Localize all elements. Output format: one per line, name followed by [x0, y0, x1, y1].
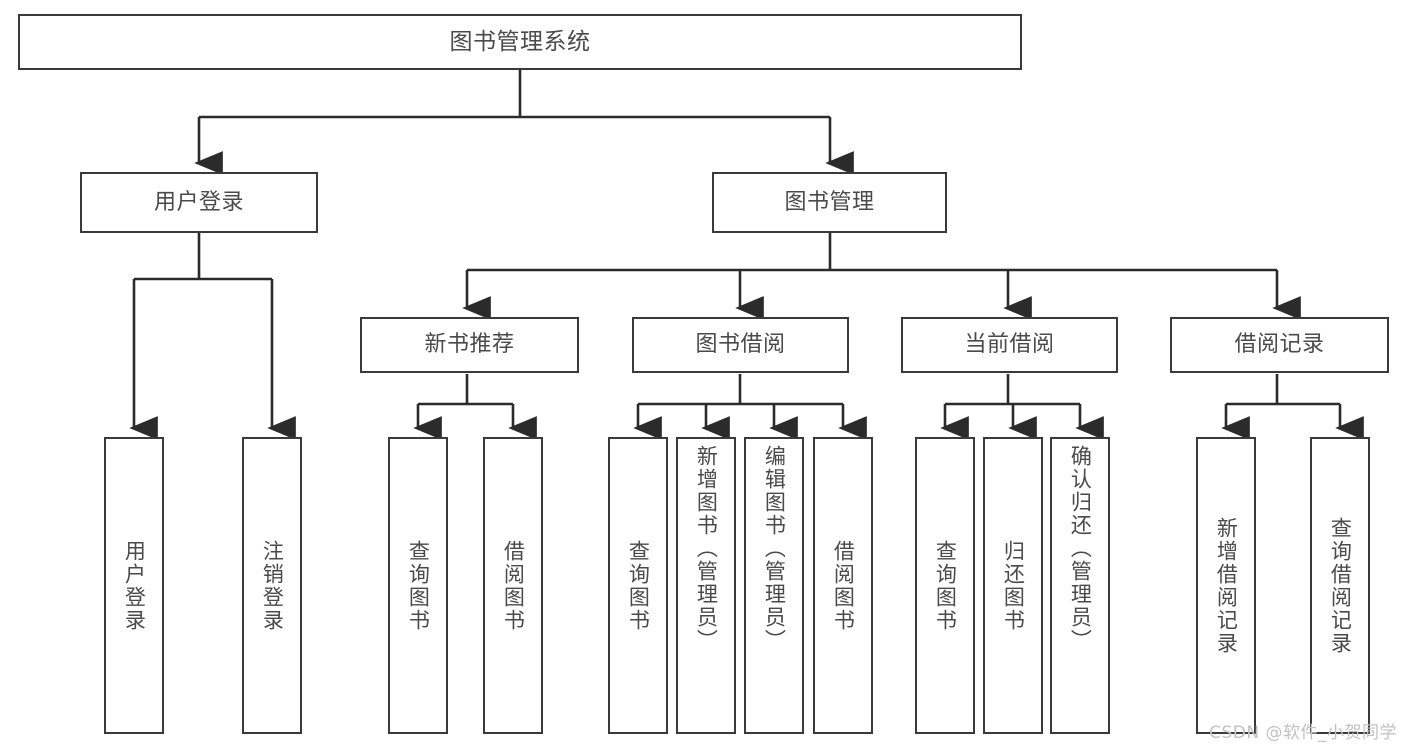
node-leaf-edit-book-label: 编辑图书（管理员） — [762, 445, 787, 652]
node-leaf-return-book-label: 归还图书 — [1001, 539, 1026, 632]
node-leaf-borrow-book-2[interactable]: 借阅图书 — [813, 437, 873, 734]
node-borrow-record-label: 借阅记录 — [1234, 332, 1325, 358]
node-leaf-query-book-1[interactable]: 查询图书 — [388, 437, 448, 734]
node-leaf-add-record-label: 新增借阅记录 — [1214, 516, 1239, 655]
node-current-borrow-label: 当前借阅 — [964, 332, 1055, 358]
watermark: CSDN @软件_小贺同学 — [1209, 723, 1397, 743]
node-leaf-query-book-2[interactable]: 查询图书 — [608, 437, 668, 734]
node-leaf-borrow-book-1-label: 借阅图书 — [501, 539, 526, 632]
node-leaf-borrow-book-2-label: 借阅图书 — [831, 539, 856, 632]
node-leaf-user-login[interactable]: 用户登录 — [104, 437, 164, 734]
node-book-manage-label: 图书管理 — [784, 189, 875, 215]
node-leaf-add-book-label: 新增图书（管理员） — [694, 445, 719, 652]
node-root-label: 图书管理系统 — [449, 28, 591, 55]
node-user-login[interactable]: 用户登录 — [80, 172, 318, 233]
node-leaf-query-record[interactable]: 查询借阅记录 — [1310, 437, 1370, 734]
node-leaf-confirm-return-label: 确认归还（管理员） — [1068, 445, 1093, 652]
node-leaf-query-book-3[interactable]: 查询图书 — [915, 437, 975, 734]
node-user-login-label: 用户登录 — [153, 189, 244, 215]
node-new-book-recommend-label: 新书推荐 — [424, 332, 515, 358]
node-leaf-query-book-1-label: 查询图书 — [406, 539, 431, 632]
node-current-borrow[interactable]: 当前借阅 — [901, 317, 1118, 373]
node-leaf-logout-login-label: 注销登录 — [260, 539, 285, 632]
node-new-book-recommend[interactable]: 新书推荐 — [360, 317, 579, 373]
node-leaf-user-login-label: 用户登录 — [122, 539, 147, 632]
node-borrow-record[interactable]: 借阅记录 — [1170, 317, 1389, 373]
node-leaf-confirm-return[interactable]: 确认归还（管理员） — [1050, 437, 1110, 734]
node-leaf-add-book[interactable]: 新增图书（管理员） — [676, 437, 736, 734]
node-root[interactable]: 图书管理系统 — [18, 14, 1022, 70]
node-leaf-query-record-label: 查询借阅记录 — [1328, 516, 1353, 655]
node-leaf-edit-book[interactable]: 编辑图书（管理员） — [744, 437, 804, 734]
node-leaf-query-book-2-label: 查询图书 — [626, 539, 651, 632]
node-leaf-add-record[interactable]: 新增借阅记录 — [1196, 437, 1256, 734]
node-book-borrow[interactable]: 图书借阅 — [632, 317, 849, 373]
node-book-borrow-label: 图书借阅 — [695, 332, 786, 358]
node-leaf-borrow-book-1[interactable]: 借阅图书 — [483, 437, 543, 734]
node-leaf-return-book[interactable]: 归还图书 — [983, 437, 1043, 734]
node-book-manage[interactable]: 图书管理 — [712, 172, 947, 233]
node-leaf-query-book-3-label: 查询图书 — [933, 539, 958, 632]
node-leaf-logout-login[interactable]: 注销登录 — [242, 437, 302, 734]
